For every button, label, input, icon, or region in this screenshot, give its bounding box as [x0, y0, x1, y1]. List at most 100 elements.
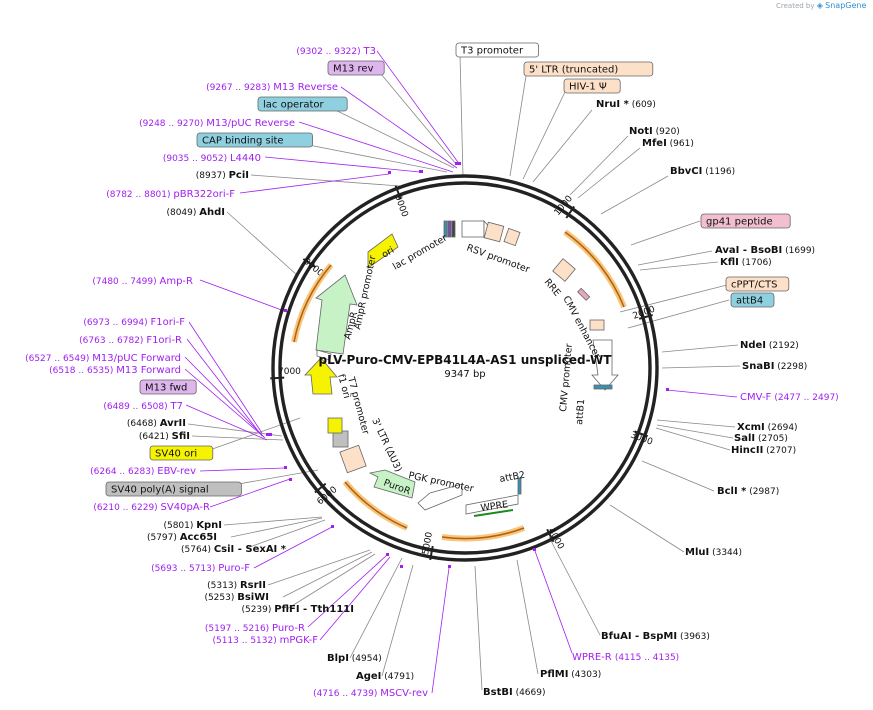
- primer-label-text: (5113 .. 5132) mPGK-F: [212, 635, 318, 646]
- feature-label-text: HIV-1 Ψ: [569, 82, 607, 93]
- inner-label-ltr3: 3' LTR (ΔU3): [369, 417, 403, 474]
- backbone: [271, 174, 659, 562]
- feature-label-text: gp41 peptide: [706, 217, 773, 228]
- feature-label-text: T3 promoter: [460, 46, 524, 57]
- ring-tick: [546, 528, 555, 543]
- primer-label-t3: (9302 .. 9322) T3: [296, 46, 376, 57]
- site-label-text: BbvCI (1196): [670, 166, 735, 177]
- credit-brand: SnapGene: [825, 1, 867, 10]
- site-label-text: NdeI (2192): [740, 340, 799, 351]
- primer-label-m13-puc-forward: (6527 .. 6549) M13/pUC Forward: [25, 353, 181, 364]
- site-label-snabi: SnaBI (2298): [742, 361, 807, 372]
- plasmid-length: 9347 bp: [444, 369, 485, 380]
- site-label-text: (5313) RsrII: [207, 580, 266, 591]
- site-label-text: PflMI (4303): [540, 669, 601, 680]
- site-label-blpi: BlpI (4954): [327, 653, 382, 664]
- inner-label-attb2: attB2: [499, 470, 526, 485]
- primer-label-m13-reverse: (9267 .. 9283) M13 Reverse: [206, 82, 338, 93]
- plasmid-name: pLV-Puro-CMV-EPB41L4A-AS1 unspliced-WT: [319, 353, 613, 367]
- site-label-pcii: (8937) PciI: [196, 170, 249, 181]
- inner-label-ori: ori: [380, 245, 396, 261]
- feature-label-gp41: gp41 peptide: [700, 213, 791, 229]
- primer-label-text: (5197 .. 5216) Puro-R: [205, 623, 305, 634]
- primer-marks: [266, 162, 669, 568]
- site-label-ndei: NdeI (2192): [740, 340, 799, 351]
- site-label-text: SalI (2705): [734, 433, 788, 444]
- primer-label-text: WPRE-R (4115 .. 4135): [572, 652, 679, 663]
- feature-label-text: SV40 ori: [155, 449, 197, 460]
- site-label-nrui: NruI * (609): [596, 99, 656, 110]
- primer-label-ebv-rev: (6264 .. 6283) EBV-rev: [90, 466, 196, 477]
- site-label-kpni: (5801) KpnI: [163, 520, 222, 531]
- feature-label-box: [455, 42, 539, 58]
- feature-label-cppt: cPPT/CTS: [725, 276, 790, 292]
- site-label-text: AgeI (4791): [356, 671, 414, 682]
- site-label-text: BfuAI - BspMI (3963): [601, 631, 710, 642]
- site-label-text: MfeI (961): [642, 138, 694, 149]
- site-label-kfli: KflI (1706): [720, 257, 772, 268]
- site-label-ahdi: (8049) AhdI: [166, 207, 225, 218]
- inner-features: [304, 219, 619, 517]
- primer-label-text: (5693 .. 5713) Puro-F: [151, 563, 250, 574]
- feature-label-m13rev: M13 rev: [327, 60, 385, 76]
- site-label-text: (5801) KpnI: [163, 520, 222, 531]
- feature-label-box: [257, 96, 348, 112]
- ring-tick: [429, 545, 434, 561]
- primer-label-text: CMV-F (2477 .. 2497): [740, 392, 839, 403]
- primer-label-text: (7480 .. 7499) Amp-R: [92, 276, 193, 287]
- site-label-rsrii: (5313) RsrII: [207, 580, 266, 591]
- primer-label-sv40pa-r: (6210 .. 6229) SV40pA-R: [93, 502, 210, 513]
- primer-label-text: (6518 .. 6535) M13 Forward: [49, 365, 181, 376]
- primer-label-text: (9248 .. 9270) M13/pUC Reverse: [139, 118, 295, 129]
- feature-label-box: [196, 132, 313, 148]
- site-label-text: SnaBI (2298): [742, 361, 807, 372]
- feature-label-box: [327, 60, 385, 76]
- site-label-text: AvaI - BsoBI (1699): [715, 245, 815, 256]
- feature-label-t3p: T3 promoter: [455, 42, 539, 58]
- feature-label-box: [149, 445, 214, 461]
- site-label-bbvci: BbvCI (1196): [670, 166, 735, 177]
- inner-label-lacp: lac promoter: [391, 233, 449, 273]
- feature-label-text: SV40 poly(A) signal: [111, 485, 209, 496]
- inner-label-rsv: RSV promoter: [465, 242, 531, 275]
- primer-label-t7: (6489 .. 6508) T7: [103, 401, 183, 412]
- credit: Created by ◈ SnapGene: [776, 1, 872, 15]
- site-label-text: (5239) PflFI - Tth111I: [241, 604, 354, 615]
- site-label-text: BlpI (4954): [327, 653, 382, 664]
- site-label-text: NotI (920): [629, 126, 680, 137]
- site-label-xcmi: XcmI (2694): [737, 422, 798, 433]
- center-text: pLV-Puro-CMV-EPB41L4A-AS1 unspliced-WT 9…: [319, 353, 613, 380]
- site-label-csii: (5764) CsiI - SexAI *: [181, 544, 287, 555]
- feature-label-box: [563, 78, 621, 94]
- feature-label-box: [725, 276, 790, 292]
- ring-tick: [394, 185, 402, 200]
- ring-tick: [634, 430, 649, 438]
- site-label-sali: SalI (2705): [734, 433, 788, 444]
- site-label-bsiwi: (5253) BsiWI: [204, 592, 269, 603]
- primer-label-text: (9302 .. 9322) T3: [296, 46, 376, 57]
- site-label-pflmi: PflMI (4303): [540, 669, 601, 680]
- site-label-noti: NotI (920): [629, 126, 680, 137]
- feature-label-text: M13 rev: [333, 64, 374, 75]
- site-label-hincii: HincII (2707): [731, 445, 796, 456]
- site-label-text: (5797) Acc65I: [147, 532, 217, 543]
- feature-label-sv40ori: SV40 ori: [149, 445, 214, 461]
- ring-tick: [314, 482, 327, 494]
- primer-label-amp-r: (7480 .. 7499) Amp-R: [92, 276, 193, 287]
- site-label-text: (6421) SfiI: [139, 431, 190, 442]
- primer-label-puro-f: (5693 .. 5713) Puro-F: [151, 563, 250, 574]
- feature-label-text: M13 fwd: [145, 383, 187, 394]
- site-label-text: HincII (2707): [731, 445, 796, 456]
- ring-tick: [638, 314, 653, 320]
- ring-tick: [565, 205, 575, 219]
- primer-label-text: (4716 .. 4739) MSCV-rev: [313, 688, 428, 699]
- feature-label-box: [523, 61, 654, 77]
- site-label-agei: AgeI (4791): [356, 671, 414, 682]
- site-label-text: (8049) AhdI: [166, 207, 225, 218]
- primer-label-text: (9267 .. 9283) M13 Reverse: [206, 82, 338, 93]
- ring-tick-label: 7000: [278, 367, 301, 377]
- snapgene-logo-icon: ◈: [816, 1, 823, 10]
- site-label-acc65i: (5797) Acc65I: [147, 532, 217, 543]
- site-label-bstbi: BstBI (4669): [483, 687, 546, 698]
